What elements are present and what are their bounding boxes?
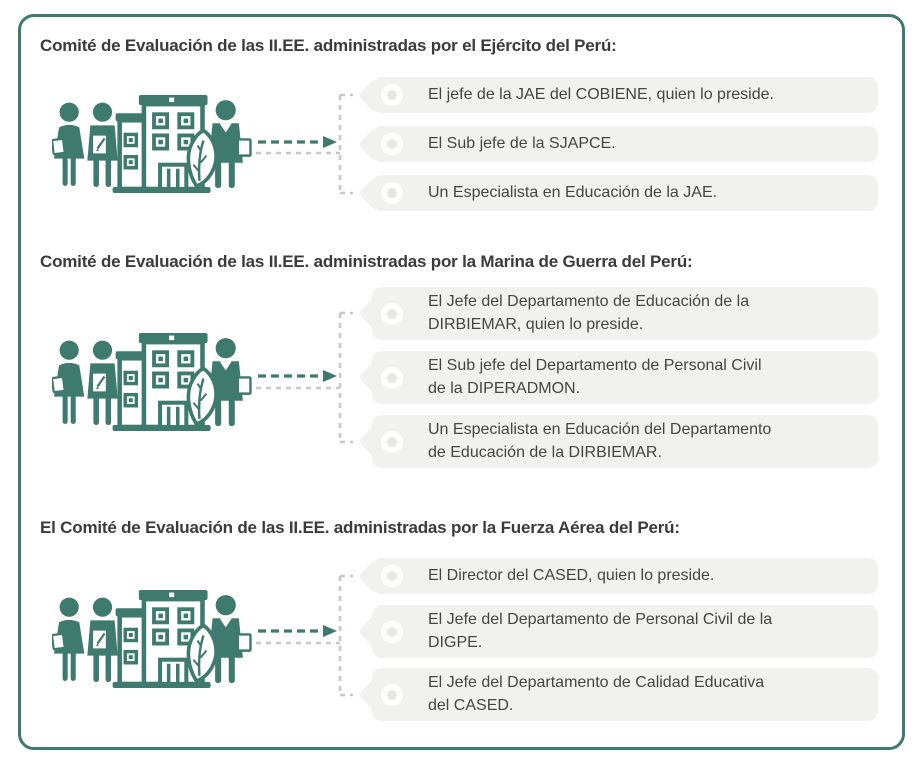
- circle-bullet-icon: [381, 565, 403, 587]
- team-and-school-illustration: [52, 92, 254, 193]
- circle-bullet-icon: [381, 683, 403, 706]
- committee-member-tag: Un Especialista en Educación de la JAE.: [372, 175, 878, 211]
- circle-bullet-icon: [381, 182, 403, 204]
- circle-bullet-icon: [381, 620, 403, 643]
- committee-member-text: El Sub jefe del Departamento de Personal…: [428, 356, 762, 397]
- section-heading-fuerza-aerea: El Comité de Evaluación de las II.EE. ad…: [40, 518, 680, 537]
- circle-bullet-icon: [381, 133, 403, 155]
- committee-member-text: El Sub jefe de la SJAPCE.: [428, 134, 616, 152]
- outer-border-frame: [18, 14, 905, 750]
- committee-member-text: El Jefe del Departamento de Personal Civ…: [428, 610, 773, 651]
- section-heading-ejercito: Comité de Evaluación de las II.EE. admin…: [40, 36, 617, 55]
- circle-bullet-icon: [381, 430, 403, 453]
- committee-member-text: El Jefe del Departamento de Educación de…: [428, 292, 750, 333]
- committee-member-tag: El Jefe del Departamento de Educación de…: [372, 287, 878, 340]
- circle-bullet-icon: [381, 302, 403, 325]
- committee-member-tag: El Jefe del Departamento de Personal Civ…: [372, 605, 878, 658]
- team-and-school-illustration: [52, 587, 254, 688]
- committee-member-text: El Director del CASED, quien lo preside.: [428, 566, 715, 584]
- circle-bullet-icon: [381, 366, 403, 389]
- committee-member-tag: El Director del CASED, quien lo preside.: [372, 558, 878, 594]
- committee-member-text: El jefe de la JAE del COBIENE, quien lo …: [428, 85, 774, 103]
- committee-member-tag: Un Especialista en Educación del Departa…: [372, 415, 878, 468]
- committee-member-tag: El Sub jefe de la SJAPCE.: [372, 126, 878, 162]
- committee-member-tag: El Sub jefe del Departamento de Personal…: [372, 351, 878, 404]
- committee-member-text: Un Especialista en Educación del Departa…: [428, 420, 772, 461]
- committee-member-tag: El Jefe del Departamento de Calidad Educ…: [372, 668, 878, 721]
- committee-member-text: Un Especialista en Educación de la JAE.: [428, 183, 718, 201]
- committee-member-tag: El jefe de la JAE del COBIENE, quien lo …: [372, 77, 878, 113]
- circle-bullet-icon: [381, 84, 403, 106]
- section-heading-marina: Comité de Evaluación de las II.EE. admin…: [40, 252, 693, 271]
- committee-member-text: El Jefe del Departamento de Calidad Educ…: [428, 673, 765, 714]
- team-and-school-illustration: [52, 330, 254, 431]
